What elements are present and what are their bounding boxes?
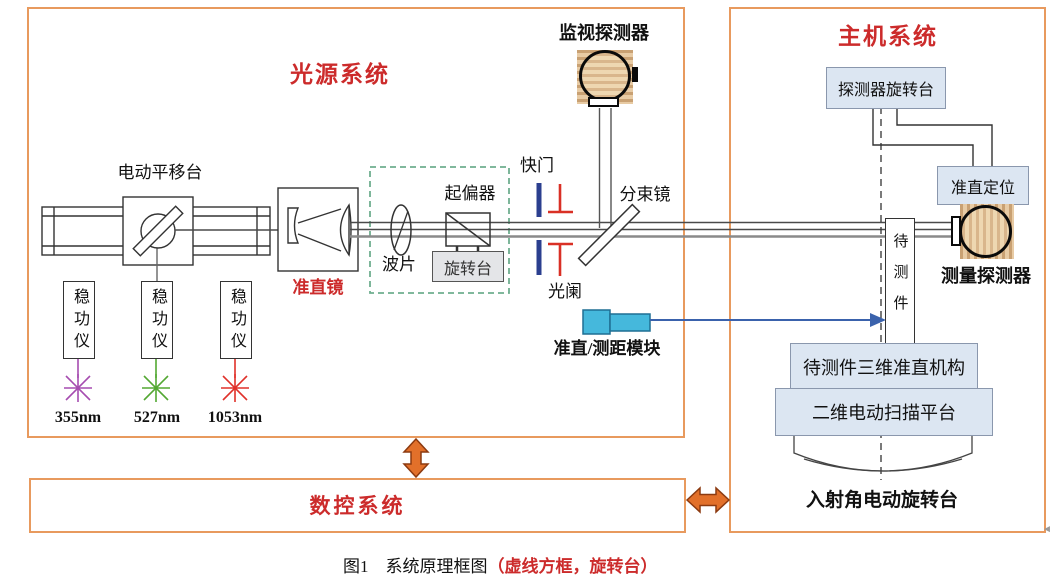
- dut-box: 待测件: [885, 218, 915, 345]
- caption-text: 图1 系统原理框图: [343, 557, 488, 576]
- turning-mirror-stage: [122, 196, 194, 281]
- wavelength-527-label: 527nm: [133, 409, 181, 426]
- collimation-ranging-module-label: 准直/测距模块: [553, 339, 661, 358]
- stabilizer-box-1053: 稳功仪: [220, 281, 252, 359]
- collimation-positioning-box: 准直定位: [937, 166, 1029, 205]
- laser-star-527nm-icon: [142, 357, 170, 402]
- laser-star-1053nm-icon: [221, 357, 249, 402]
- translation-stage-label: 电动平移台: [117, 163, 203, 182]
- scan-platform-box: 二维电动扫描平台: [775, 388, 993, 436]
- dut-3d-alignment-label: 待测件三维准直机构: [803, 357, 965, 378]
- laser-star-355nm-icon: [64, 357, 92, 402]
- measurement-detector-stand-icon: [951, 216, 961, 246]
- monitor-post: [598, 108, 612, 228]
- stabilizer-box-527: 稳功仪: [141, 281, 173, 359]
- detector-rotation-stage-label: 探测器旋转台: [837, 82, 934, 99]
- wavelength-1053-label: 1053nm: [207, 409, 263, 426]
- stabilizer-label: 稳功仪: [71, 288, 88, 354]
- ranging-beam-arrow: [650, 313, 886, 327]
- monitor-detector-stand-icon: [588, 97, 619, 107]
- caption-highlight: （虚线方框，旋转台）: [487, 557, 658, 576]
- aperture-label: 光阑: [548, 282, 582, 301]
- host-connectors: [872, 107, 993, 166]
- waveplate-icon: [390, 204, 412, 256]
- stabilizer-box-355: 稳功仪: [63, 281, 95, 359]
- beam-splitter-label: 分束镜: [619, 185, 671, 204]
- collimation-positioning-label: 准直定位: [950, 179, 1015, 197]
- anchor-icon: ◄: [1042, 524, 1052, 535]
- waveplate-label: 波片: [382, 255, 416, 274]
- wavelength-355-label: 355nm: [54, 409, 102, 426]
- polarizer-icon: [445, 212, 491, 252]
- monitor-detector-sphere-icon: [579, 50, 631, 102]
- detector-rotation-stage-box: 探测器旋转台: [826, 67, 946, 109]
- vertical-link-arrow-icon: [402, 437, 430, 479]
- measurement-detector-label: 测量探测器: [941, 266, 1031, 286]
- shutter-label: 快门: [520, 156, 554, 175]
- collimation-ranging-module-icon: [582, 309, 651, 335]
- scan-platform-label: 二维电动扫描平台: [812, 403, 956, 423]
- dut-label: 待测件: [891, 233, 908, 326]
- aperture-icon: [548, 184, 573, 276]
- stabilizer-label: 稳功仪: [149, 288, 166, 354]
- host-system-title: 主机系统: [838, 24, 938, 49]
- polarizer-label: 起偏器: [444, 184, 496, 203]
- beam-splitter-icon: [577, 203, 641, 267]
- collimator-label: 准直镜: [292, 278, 344, 297]
- collimator-lens-group: [277, 187, 359, 272]
- collimated-beam: [350, 221, 951, 238]
- figure-caption: 图1 系统原理框图（虚线方框，旋转台）: [343, 552, 658, 577]
- stabilizer-label: 稳功仪: [228, 288, 245, 354]
- monitor-detector-port-icon: [632, 67, 638, 82]
- incident-angle-rotation-label: 入射角电动旋转台: [805, 490, 958, 511]
- control-system-frame: [29, 478, 686, 533]
- rotation-stage-box: 旋转台: [432, 251, 504, 282]
- rotation-stage-label: 旋转台: [443, 260, 492, 278]
- light-source-system-title: 光源系统: [290, 62, 390, 87]
- horizontal-link-arrow-icon: [685, 486, 731, 514]
- dut-3d-alignment-box: 待测件三维准直机构: [790, 343, 978, 390]
- rotation-drum-icon: [793, 434, 973, 472]
- monitor-detector-label: 监视探测器: [559, 23, 649, 43]
- control-system-title: 数控系统: [309, 494, 406, 518]
- measurement-detector-sphere-icon: [959, 205, 1012, 258]
